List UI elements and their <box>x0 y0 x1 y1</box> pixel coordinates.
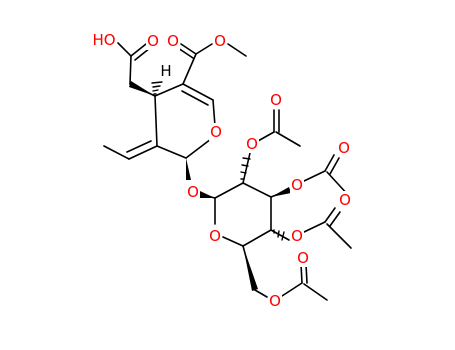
bond-c6-o <box>212 99 216 127</box>
atom-acetyl-3-o-carbonyl: O <box>337 139 351 157</box>
wedge-c5p-ch2 <box>243 246 258 291</box>
bond-ring-c2-c3 <box>242 182 272 198</box>
atom-label-dihydropyran-o: O <box>210 123 222 141</box>
atom-label-ester-o-methoxy: O <box>214 32 226 50</box>
bond-co-o-4b <box>329 211 341 227</box>
atom-label-acetyl-4-o-carbonyl: O <box>339 191 351 209</box>
atom-carboxyl-oh: HO <box>90 31 116 49</box>
stereo-layer <box>129 81 291 291</box>
atom-acetyl-6-o-carbonyl: O <box>296 249 310 267</box>
bond-co-me-4 <box>326 223 352 249</box>
atom-pyranose-o: O <box>208 227 222 245</box>
atom-label-carboxyl-oh: HO <box>92 31 115 49</box>
bond-o-co-3 <box>303 170 326 182</box>
atom-dihydropyran-o: O <box>209 123 223 141</box>
atom-label-acetyl-4-o-link: O <box>291 227 303 245</box>
atom-carboxyl-o: O <box>146 32 160 50</box>
atom-acetyl-2-o-carbonyl: O <box>269 91 283 109</box>
bond-co-me-2 <box>275 131 301 147</box>
bond-ethylidene-methyl <box>103 145 130 160</box>
atom-acetyl-2-o-link: O <box>245 135 259 153</box>
bond-o-co-4 <box>303 221 326 233</box>
bond-cooh-oh <box>117 42 132 57</box>
atom-label-acetyl-3-o-carbonyl: O <box>338 139 350 157</box>
hash-c4a-h <box>151 81 163 95</box>
bond-ring-c1-c2 <box>214 182 244 199</box>
bond-ch2-cooh <box>129 55 132 85</box>
bond-layer <box>103 42 352 301</box>
bond-o-co-6 <box>281 282 303 297</box>
bond-co-me-6 <box>303 283 328 301</box>
bond-cooh-o-1 <box>130 43 147 57</box>
bond-ring-c4-c5 <box>242 229 272 247</box>
bond-ring-c5-o <box>222 236 244 247</box>
bond-c7-c4a <box>154 95 158 147</box>
bond-ester-o-methyl <box>227 43 247 57</box>
wedge-c1p-oglyc <box>200 191 215 198</box>
bond-c2-o <box>242 152 251 184</box>
wedge-c1-oglyc <box>186 158 191 180</box>
bond-ester-o-single <box>195 43 213 55</box>
bond-o-co-2 <box>257 131 275 142</box>
atom-label-acetyl-2-o-link: O <box>246 135 258 153</box>
atom-label-carboxyl-o: O <box>147 32 159 50</box>
hash-c4p-o <box>273 229 285 241</box>
atom-label-ester-o-carbonyl: O <box>167 32 179 50</box>
hash-c2p-o <box>240 157 251 180</box>
atom-acetyl-6-o-link: O <box>268 292 282 310</box>
atom-ester-o-methoxy: O <box>213 32 227 50</box>
atom-label-acetyl-6-o-carbonyl: O <box>297 249 309 267</box>
atom-label-acetyl-6-o-link: O <box>269 292 281 310</box>
bond-co-o-6a <box>300 263 303 284</box>
bond-c1-c7 <box>156 145 187 159</box>
bond-ester-o-dbl-1 <box>180 43 197 55</box>
atom-ester-o-carbonyl: O <box>166 32 180 50</box>
wedge-c3p-o <box>271 187 291 197</box>
bond-c5-c6-2 <box>181 90 209 106</box>
bond-c5-c6-1 <box>182 83 214 101</box>
atom-acetyl-3-o-link: O <box>290 176 304 194</box>
atom-acetyl-4-o-link: O <box>290 227 304 245</box>
wedge-c4a-ch2 <box>129 81 155 96</box>
atom-label-acetyl-3-o-link: O <box>291 176 303 194</box>
bond-ethylidene-dbl-2 <box>126 140 152 153</box>
bond-co-o-6b <box>305 263 308 284</box>
atom-ring-h: H <box>159 62 173 80</box>
bond-ch2-o <box>254 289 268 298</box>
bond-co-o-3a <box>324 154 335 172</box>
atom-acetyl-4-o-carbonyl: O <box>338 191 352 209</box>
atom-glycosidic-o: O <box>186 183 200 201</box>
bond-ethylidene-dbl-1 <box>128 145 158 160</box>
bond-o-c1 <box>185 138 212 159</box>
bond-c5-ester <box>182 53 197 85</box>
atom-label-acetyl-2-o-carbonyl: O <box>270 91 282 109</box>
bond-c4a-c5 <box>154 83 184 97</box>
atom-label-glycosidic-o: O <box>187 183 199 201</box>
bond-co-o-3b <box>329 157 340 175</box>
atom-label-pyranose-o: O <box>209 227 221 245</box>
atom-labels: HO O O O H O O O <box>90 31 352 310</box>
atom-label-ring-h: H <box>160 62 171 80</box>
bond-co-o-4a <box>324 207 336 223</box>
bond-ester-o-dbl-2 <box>177 47 194 59</box>
